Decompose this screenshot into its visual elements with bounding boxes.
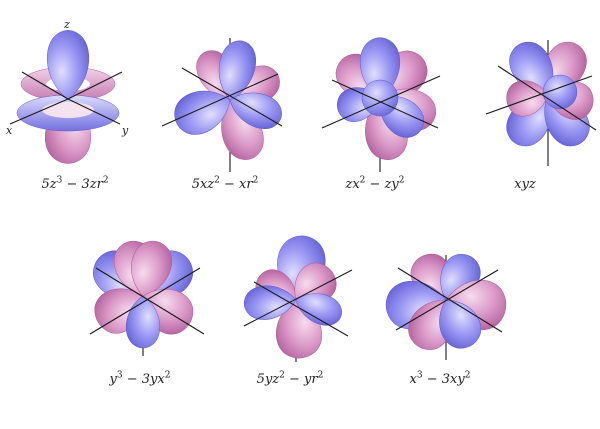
orbital-fyz2 (243, 235, 353, 362)
orbital-label-fzx2y2: zx2 − zy2 (345, 175, 405, 192)
orbital-label-fx3: x3 − 3xy2 (409, 370, 471, 387)
axis-line (497, 65, 597, 131)
axis-line (161, 73, 279, 127)
lobe-negative (243, 285, 297, 320)
axis-line (243, 269, 353, 327)
lobe-negative (295, 293, 342, 326)
axis-line (331, 79, 439, 129)
axis-line (67, 98, 121, 125)
axis-line (89, 267, 201, 335)
orbital-label-fy3: y3 − 3yx2 (109, 370, 171, 387)
lobe-positive (506, 80, 549, 117)
lobe-negative (125, 295, 161, 349)
orbital-fzx2y2 (321, 37, 441, 172)
orbital-label-fz3: 5z3 − 3zr2 (41, 175, 109, 192)
orbital-fz3: z x y (6, 18, 129, 164)
orbital-label-fyz2: 5yz2 − yr2 (256, 370, 324, 387)
axis-line (253, 281, 349, 337)
torus-hole (42, 102, 94, 118)
axis-line (397, 267, 503, 333)
orbital-fx3 (385, 253, 507, 360)
axis-label-y: y (121, 124, 129, 137)
axis-line (9, 98, 69, 125)
axis-line (21, 71, 69, 100)
lobe-negative (47, 30, 89, 100)
axis-line (67, 71, 123, 100)
axis-line (395, 269, 499, 331)
lobe-negative (218, 40, 256, 101)
axis-label-z: z (63, 18, 70, 31)
axis-line (181, 67, 283, 127)
center-lobe (361, 79, 399, 117)
orbital-label-fxyz: xyz (514, 177, 536, 192)
axis-line (95, 267, 205, 335)
axis-label-x: x (6, 124, 13, 137)
axis-line (485, 75, 593, 115)
orbital-fy3 (89, 240, 205, 356)
orbital-label-fxz2: 5xz2 − xr2 (191, 175, 259, 192)
orbital-fxz2 (161, 38, 283, 172)
orbital-fxyz (485, 40, 597, 166)
